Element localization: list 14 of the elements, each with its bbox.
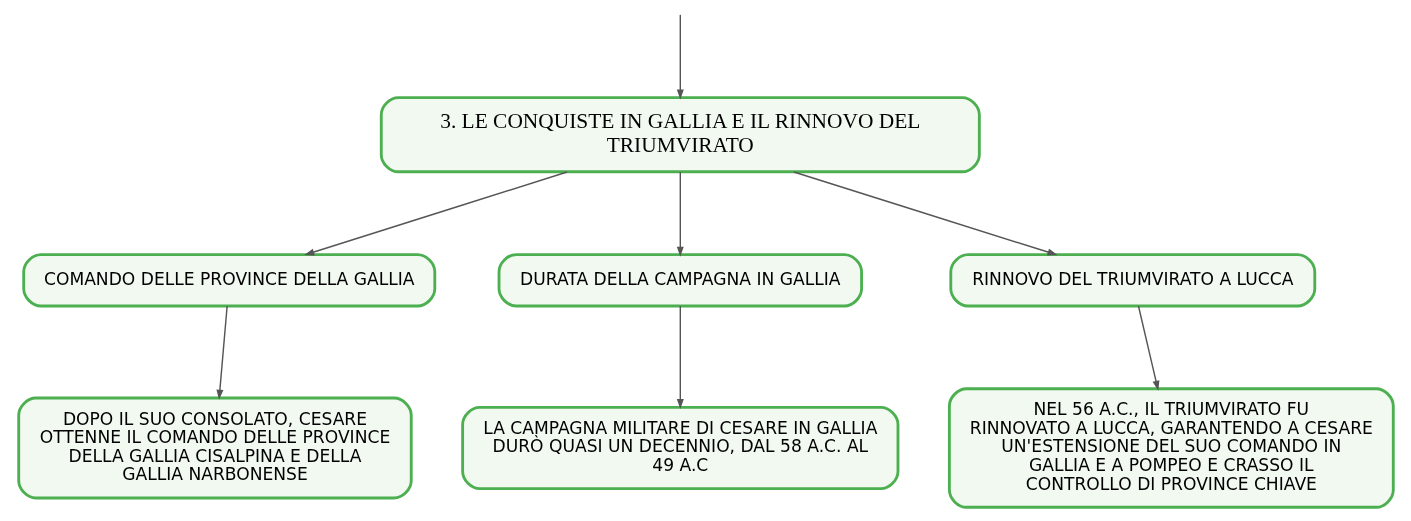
node-box: DURATA DELLA CAMPAGNA IN GALLIA — [497, 253, 863, 308]
node-box: LA CAMPAGNA MILITARE DI CESARE IN GALLIA DURÒ QUASI UN DECENNIO, DAL 58 A.C. AL 49 A.C — [460, 405, 899, 491]
node-box: DOPO IL SUO CONSOLATO, CESARE OTTENNE IL COMANDO DELLE PROVINCE DELLA GALLIA CISALPINA E DELLA GALLIA NARBONENSE — [16, 396, 413, 500]
arrow — [676, 14, 684, 100]
arrow — [303, 171, 568, 256]
arrow — [676, 171, 684, 257]
node-box: RINNOVO DEL TRIUMVIRATO A LUCCA — [948, 253, 1316, 308]
node-box: NEL 56 A.C., IL TRIUMVIRATO FU RINNOVATO A LUCCA, GARANTENDO A CESARE UN'ESTENSIONE DEL SUO COMANDO IN GALLIA E A POMPEO E CRASSO IL CONTROLLO DI PROVINCE CHIAVE — [947, 387, 1395, 509]
arrow — [1137, 305, 1159, 391]
arrow — [792, 171, 1057, 256]
arrow — [676, 305, 684, 409]
node-box: COMANDO DELLE PROVINCE DELLA GALLIA — [21, 253, 436, 308]
node-box: 3. LE CONQUISTE IN GALLIA E IL RINNOVO DEL TRIUMVIRATO — [379, 96, 981, 174]
arrow — [215, 305, 228, 400]
